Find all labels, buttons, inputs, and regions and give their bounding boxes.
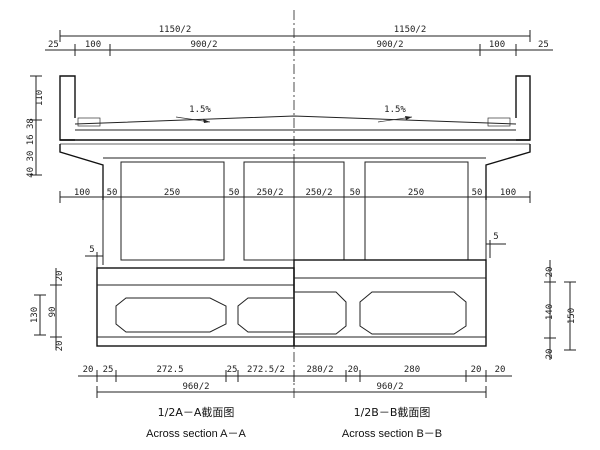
box-girder-left bbox=[96, 267, 295, 347]
offset-mark-left: 5 bbox=[89, 245, 94, 255]
bottom-dimension-lines bbox=[78, 370, 512, 398]
slope-arrows bbox=[175, 116, 413, 123]
top-dimension-lines bbox=[45, 30, 553, 56]
dim-deck-right: 900/2 bbox=[376, 40, 403, 50]
dim-bottom-edge-left: 20 bbox=[83, 365, 94, 375]
caption-right-cn: 1/2B－B截面图 bbox=[354, 405, 431, 419]
caption-right-en: Across section B－B bbox=[342, 428, 442, 440]
dim-bottom-web-mid-right: 20 bbox=[348, 365, 359, 375]
dim-edge-left: 25 bbox=[48, 40, 59, 50]
dim-bottom-cell-right-half: 280/2 bbox=[306, 365, 333, 375]
dim-left-top: 20 bbox=[55, 271, 65, 282]
dim-pier-f: 250/2 bbox=[305, 188, 332, 198]
dim-pier-d: 50 bbox=[229, 188, 240, 198]
dim-right-bottom: 20 bbox=[545, 349, 555, 360]
dim-cantilever-left: 100 bbox=[85, 40, 101, 50]
dim-right-top: 20 bbox=[545, 267, 555, 278]
caption-left-en: Across section A－A bbox=[146, 428, 246, 440]
pier-dimension-lines bbox=[59, 191, 531, 203]
side-dimension-lines bbox=[30, 75, 42, 176]
left-section-dim-lines bbox=[34, 268, 62, 350]
dim-bottom-edge-right: 20 bbox=[495, 365, 506, 375]
dim-pier-b: 50 bbox=[107, 188, 118, 198]
deck-section bbox=[59, 75, 531, 265]
dim-bottom-cell-left: 272.5 bbox=[156, 365, 183, 375]
offset-marks bbox=[85, 240, 506, 270]
dim-bottom-web-right: 20 bbox=[471, 365, 482, 375]
dim-slab-layers: 40 30 16 38 bbox=[26, 118, 36, 178]
dim-bottom-web-left: 25 bbox=[103, 365, 114, 375]
dim-bottom-width-right: 960/2 bbox=[376, 382, 403, 392]
dim-pier-a: 100 bbox=[74, 188, 90, 198]
dim-deck-left: 900/2 bbox=[190, 40, 217, 50]
dim-bottom-cell-right: 280 bbox=[404, 365, 420, 375]
dim-parapet-height: 110 bbox=[35, 90, 45, 106]
dim-pier-i: 50 bbox=[472, 188, 483, 198]
offset-mark-right: 5 bbox=[493, 232, 498, 242]
dim-pier-g: 50 bbox=[350, 188, 361, 198]
dim-bottom-width-left: 960/2 bbox=[182, 382, 209, 392]
dim-edge-right: 25 bbox=[538, 40, 549, 50]
dim-left-mid: 90 bbox=[48, 307, 58, 318]
dim-overall-right: 1150/2 bbox=[394, 25, 427, 35]
dim-bottom-cell-left-half: 272.5/2 bbox=[247, 365, 285, 375]
slope-right: 1.5% bbox=[384, 105, 406, 115]
dim-pier-e: 250/2 bbox=[256, 188, 283, 198]
dim-cantilever-right: 100 bbox=[489, 40, 505, 50]
dim-pier-j: 100 bbox=[500, 188, 516, 198]
dim-pier-c: 250 bbox=[164, 188, 180, 198]
dim-bottom-web-mid-left: 25 bbox=[227, 365, 238, 375]
box-girder-right bbox=[293, 259, 487, 347]
right-section-dim-lines bbox=[544, 260, 576, 360]
dim-left-bottom: 20 bbox=[55, 341, 65, 352]
dim-overall-left: 1150/2 bbox=[159, 25, 192, 35]
dim-right-total: 150 bbox=[567, 308, 577, 324]
dim-right-mid: 140 bbox=[545, 304, 555, 320]
dim-pier-h: 250 bbox=[408, 188, 424, 198]
caption-left-cn: 1/2A－A截面图 bbox=[158, 405, 235, 419]
dim-left-total: 130 bbox=[30, 307, 40, 323]
slope-left: 1.5% bbox=[189, 105, 211, 115]
